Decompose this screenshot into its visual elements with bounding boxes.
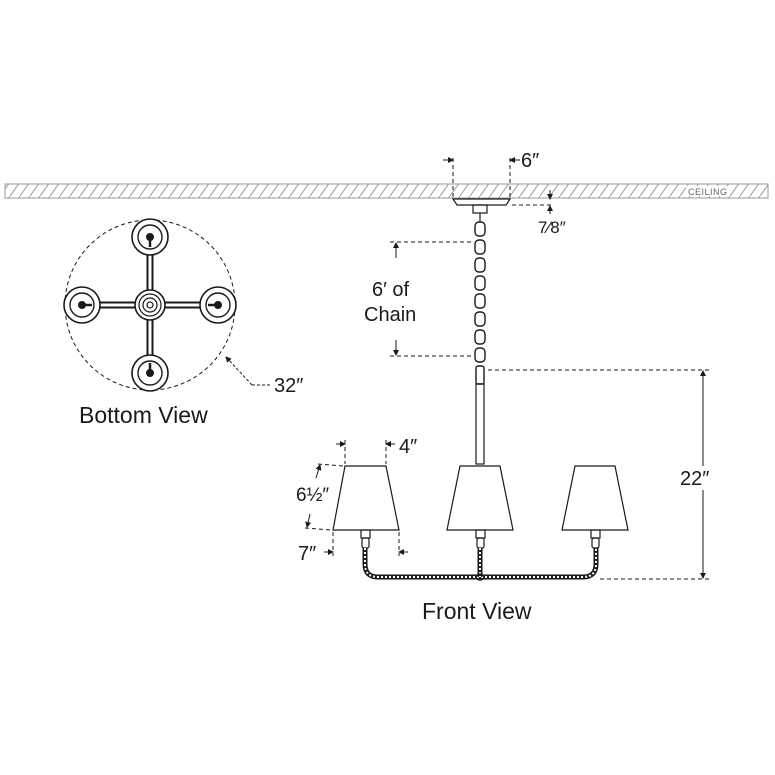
shade-center [446,465,514,531]
canopy [451,198,512,214]
ceiling-hatch [4,183,769,199]
canopy-height-dimension: 7⁄8″ [512,190,566,237]
front-view-caption: Front View [422,598,532,624]
canopy-width-dimension: 6″ [443,150,539,199]
ceiling-label: CEILING [688,187,728,197]
shade-top-dimension: 4″ [336,436,417,464]
overall-height-dimension: 22″ [488,369,710,580]
sockets [360,529,601,549]
chain-length-dimension: 6′ of Chain [364,241,474,357]
shade-bottom-dimension: 7″ [298,532,408,565]
shade-height-label: 6½″ [296,485,329,506]
shade-bottom-label: 7″ [298,543,316,565]
spread-label: 32″ [274,375,303,397]
bottom-hub [134,289,166,321]
chain-length-label-line2: Chain [364,304,416,326]
arms [362,548,599,581]
overall-height-label: 22″ [680,468,709,490]
center-stem [475,383,485,465]
shade-height-dimension: 6½″ [296,463,344,531]
bottom-view-caption: Bottom View [79,402,208,428]
chain [474,213,486,385]
shade-top-label: 4″ [399,436,417,458]
chain-length-label-line1: 6′ of [372,279,410,301]
shades [332,465,629,531]
canopy-height-label: 7⁄8″ [538,218,566,237]
shade-right [561,465,629,531]
bottom-view: 32″ [63,218,303,397]
spread-dimension: 32″ [225,356,303,397]
shade-left [332,465,400,531]
canopy-width-label: 6″ [521,150,539,172]
ceiling: CEILING [4,183,769,199]
